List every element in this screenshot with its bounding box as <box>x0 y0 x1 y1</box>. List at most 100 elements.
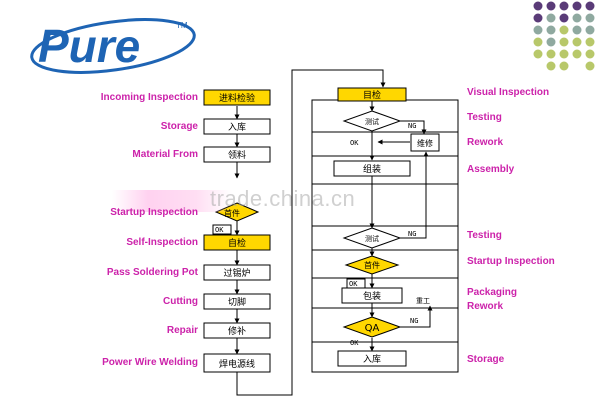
node-startup-text: 首件 <box>364 260 380 270</box>
decorative-dot <box>585 61 595 71</box>
storage-left-box <box>203 118 271 135</box>
tag-ng-3: NG <box>410 317 418 325</box>
decorative-dot <box>572 25 582 35</box>
ok-tag-box <box>212 224 232 235</box>
node-qa-text: QA <box>365 323 380 334</box>
label-storage-right: Storage <box>467 354 505 365</box>
decorative-dot <box>533 1 543 11</box>
logo-swoosh <box>30 18 196 74</box>
decorative-dot <box>559 61 569 71</box>
box-storage-left-text: 入库 <box>228 121 246 133</box>
box-self-inspect-text: 自检 <box>228 237 246 249</box>
label-cutting: Cutting <box>163 296 198 307</box>
label-testing-2: Testing <box>467 230 502 241</box>
node-rework-text: 维修 <box>417 138 433 148</box>
decorative-dot <box>559 1 569 11</box>
label-startup-inspection-left: Startup Inspection <box>110 207 198 218</box>
incoming-box <box>203 89 271 106</box>
label-power-wire-welding: Power Wire Welding <box>102 357 198 368</box>
visual-box <box>337 87 407 102</box>
node-assembly-text: 组装 <box>363 163 381 175</box>
decorative-dot <box>546 61 556 71</box>
decorative-dot <box>585 1 595 11</box>
label-rework-1: Rework <box>467 137 504 148</box>
self-inspect-box <box>203 234 271 251</box>
label-material-from: Material From <box>132 149 198 160</box>
decorative-dot <box>546 13 556 23</box>
decorative-dot <box>559 49 569 59</box>
left-column-connectors <box>234 69 386 396</box>
decorative-dot <box>533 49 543 59</box>
qa-diamond <box>342 316 402 338</box>
tag-ng-1: NG <box>408 122 416 130</box>
decorative-dot <box>546 49 556 59</box>
node-rework-label-text: 重工 <box>416 297 430 305</box>
label-testing-1: Testing <box>467 112 502 123</box>
ok-tag-box-right <box>346 278 366 289</box>
label-repair: Repair <box>166 325 198 336</box>
box-repair-text: 修补 <box>228 325 246 337</box>
tag-ng-2: NG <box>408 230 416 238</box>
label-packaging: Packaging <box>467 287 518 298</box>
decorative-dot <box>585 49 595 59</box>
right-column-connectors <box>369 101 433 352</box>
decorative-dot <box>546 37 556 47</box>
packaging-box <box>341 287 403 304</box>
decorative-dot <box>559 13 569 23</box>
cutting-box <box>203 293 271 310</box>
decorative-dot <box>585 37 595 47</box>
rework-box <box>410 133 440 152</box>
startup-diamond <box>344 255 400 275</box>
label-pass-soldering-pot: Pass Soldering Pot <box>106 267 198 278</box>
label-startup-inspection-right: Startup Inspection <box>467 256 555 267</box>
box-incoming-text: 进料检验 <box>219 92 255 104</box>
logo-trademark: TM <box>176 21 188 30</box>
box-solder-text: 过锡炉 <box>223 267 250 279</box>
repair-box <box>203 322 271 339</box>
node-storage-text: 入库 <box>363 353 381 365</box>
test2-diamond <box>342 227 402 249</box>
decorative-dot <box>533 13 543 23</box>
tag-ok-left: OK <box>215 226 224 234</box>
pink-smudge <box>112 190 232 212</box>
decorative-dot <box>572 13 582 23</box>
label-self-inspection: Self-Inspection <box>126 237 198 248</box>
decorative-dot <box>559 37 569 47</box>
power-wire-box <box>203 353 271 373</box>
assembly-box <box>333 160 411 177</box>
material-box <box>203 146 271 163</box>
label-incoming-inspection: Incoming Inspection <box>100 92 198 103</box>
tag-ok-3: OK <box>350 339 359 347</box>
logo-text: Pure <box>38 20 140 72</box>
node-test2-text: 测试 <box>365 234 379 243</box>
test1-diamond <box>342 110 402 132</box>
node-visual-text: 目检 <box>363 89 381 101</box>
decorative-dot-grid <box>533 1 595 71</box>
label-assembly: Assembly <box>467 164 515 175</box>
tag-ok-2: OK <box>349 280 358 288</box>
decorative-dot <box>546 1 556 11</box>
solder-box <box>203 264 271 281</box>
tag-ok-1: OK <box>350 139 359 147</box>
label-storage-left: Storage <box>160 121 198 132</box>
storage-box <box>337 350 407 367</box>
decorative-dot <box>533 37 543 47</box>
decorative-dot <box>585 13 595 23</box>
decorative-dot <box>533 25 543 35</box>
decorative-dot <box>572 49 582 59</box>
node-packaging-text: 包装 <box>363 290 381 302</box>
pure-logo: Pure TM <box>30 18 196 74</box>
decorative-dot <box>546 25 556 35</box>
node-test1-text: 测试 <box>365 117 379 126</box>
box-material-text: 领料 <box>228 149 246 161</box>
decorative-dot <box>572 37 582 47</box>
decorative-dot <box>559 25 569 35</box>
box-left-startup-text: 首件 <box>224 208 240 218</box>
box-power-wire-text: 焊电源线 <box>219 358 255 370</box>
decorative-dot <box>572 1 582 11</box>
watermark: trade.china.cn <box>210 186 356 211</box>
box-cutting-text: 切脚 <box>228 297 246 308</box>
